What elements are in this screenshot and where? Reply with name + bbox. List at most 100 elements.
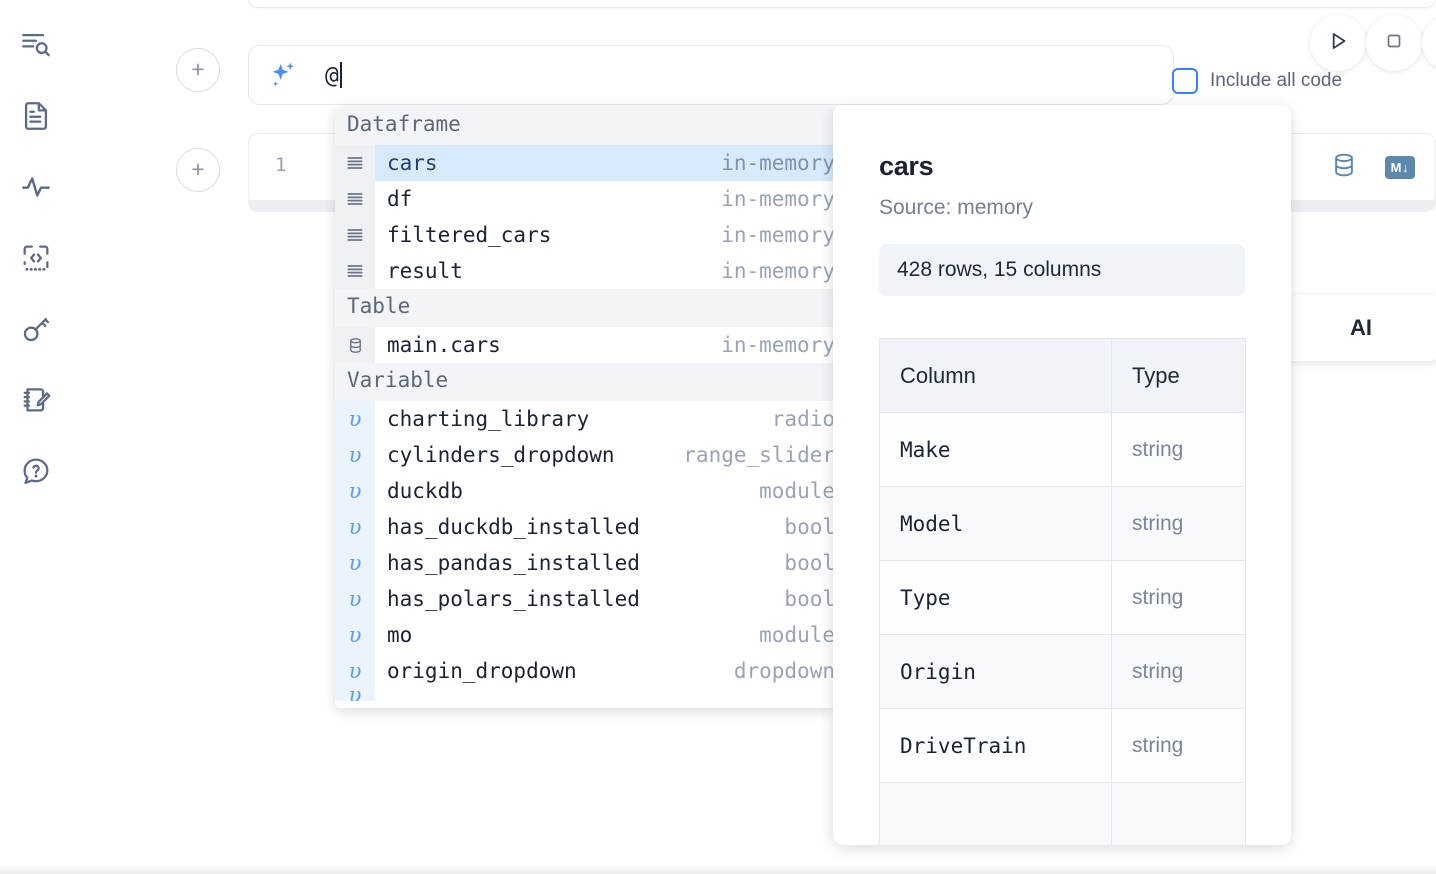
plus-icon: + bbox=[191, 155, 205, 182]
schema-cell-type: string bbox=[1111, 560, 1246, 635]
add-cell-above-button[interactable]: + bbox=[176, 48, 220, 92]
autocomplete-item-name: mo bbox=[387, 623, 413, 647]
outline-search-icon-button[interactable] bbox=[12, 18, 60, 72]
autocomplete-item-body bbox=[375, 689, 835, 701]
schema-cell-column: Origin bbox=[879, 634, 1112, 709]
autocomplete-item-kind: bool bbox=[784, 551, 835, 575]
autocomplete-group-header: Table bbox=[335, 289, 835, 327]
autocomplete-item-name: cars bbox=[387, 151, 438, 175]
autocomplete-item[interactable]: df in-memory bbox=[335, 181, 835, 217]
database-icon[interactable] bbox=[1329, 150, 1359, 185]
schema-header-column: Column bbox=[879, 338, 1112, 413]
autocomplete-group-header: Variable bbox=[335, 363, 835, 401]
markdown-badge[interactable]: M↓ bbox=[1384, 156, 1415, 179]
schema-cell-column: Make bbox=[879, 412, 1112, 487]
variable-icon: υ bbox=[335, 509, 375, 545]
info-panel-source: Source: memory bbox=[879, 196, 1034, 219]
activity-icon bbox=[19, 170, 53, 204]
help-chat-icon-button[interactable] bbox=[12, 444, 60, 498]
play-icon bbox=[1325, 28, 1351, 59]
autocomplete-item-kind: in-memory bbox=[721, 223, 835, 247]
run-button[interactable] bbox=[1310, 15, 1366, 71]
schema-cell-column: Model bbox=[879, 486, 1112, 561]
schema-cell-type: string bbox=[1111, 486, 1246, 561]
table-icon bbox=[335, 327, 375, 363]
ai-pill[interactable]: AI bbox=[1262, 295, 1436, 361]
autocomplete-item-kind: module bbox=[759, 479, 835, 503]
autocomplete-item-name: has_pandas_installed bbox=[387, 551, 640, 575]
autocomplete-item-kind: dropdown bbox=[733, 659, 835, 683]
autocomplete-item-name: df bbox=[387, 187, 413, 211]
autocomplete-item-name: has_polars_installed bbox=[387, 587, 640, 611]
file-text-icon-button[interactable] bbox=[12, 89, 60, 143]
ai-prompt-value: @ bbox=[325, 62, 339, 89]
autocomplete-item-kind: bool bbox=[784, 515, 835, 539]
include-all-code-checkbox[interactable] bbox=[1172, 68, 1198, 94]
autocomplete-item-kind: in-memory bbox=[721, 187, 835, 211]
autocomplete-item-kind: radio bbox=[771, 407, 835, 431]
text-caret bbox=[339, 61, 342, 88]
code-snippet-icon-button[interactable] bbox=[12, 231, 60, 285]
autocomplete-item-kind: in-memory bbox=[721, 259, 835, 283]
autocomplete-item-body: has_pandas_installed bool bbox=[375, 545, 835, 581]
info-panel-dimensions: 428 rows, 15 columns bbox=[879, 244, 1245, 296]
add-cell-below-button[interactable]: + bbox=[176, 148, 220, 192]
variable-icon: υ bbox=[335, 581, 375, 617]
schema-cell-column: Type bbox=[879, 560, 1112, 635]
more-options-button[interactable] bbox=[1422, 15, 1436, 71]
scratchpad-icon-button[interactable] bbox=[12, 373, 60, 427]
autocomplete-item-kind: in-memory bbox=[721, 333, 835, 357]
cell-above-partial[interactable] bbox=[248, 0, 1436, 8]
key-icon-button[interactable] bbox=[12, 302, 60, 356]
line-number: 1 bbox=[275, 154, 287, 176]
schema-table-row bbox=[879, 782, 1246, 845]
include-all-code-row[interactable]: Include all code bbox=[1172, 68, 1342, 94]
schema-cell-column bbox=[879, 782, 1112, 845]
schema-cell-type bbox=[1111, 782, 1246, 845]
autocomplete-item-partial[interactable]: υ bbox=[335, 689, 835, 701]
info-panel-title: cars bbox=[879, 151, 934, 181]
variable-icon: υ bbox=[335, 653, 375, 689]
dataframe-icon bbox=[335, 217, 375, 253]
autocomplete-item-body: df in-memory bbox=[375, 181, 835, 217]
outline-search-icon bbox=[19, 28, 53, 62]
schema-cell-type: string bbox=[1111, 634, 1246, 709]
ai-pill-label: AI bbox=[1350, 315, 1372, 340]
ai-prompt-input[interactable]: @ bbox=[325, 61, 342, 89]
stop-button[interactable] bbox=[1366, 15, 1422, 71]
completion-info-panel: cars Source: memory 428 rows, 15 columns… bbox=[833, 105, 1291, 845]
page-bottom-edge bbox=[0, 864, 1436, 874]
sparkle-icon bbox=[267, 58, 301, 92]
key-icon bbox=[19, 312, 53, 346]
left-icon-rail bbox=[0, 0, 72, 874]
activity-icon-button[interactable] bbox=[12, 160, 60, 214]
dataframe-icon bbox=[335, 181, 375, 217]
variable-icon: υ bbox=[335, 437, 375, 473]
schema-header-type: Type bbox=[1111, 338, 1246, 413]
ai-prompt-box[interactable]: @ bbox=[248, 45, 1174, 105]
autocomplete-item-name: cylinders_dropdown bbox=[387, 443, 615, 467]
